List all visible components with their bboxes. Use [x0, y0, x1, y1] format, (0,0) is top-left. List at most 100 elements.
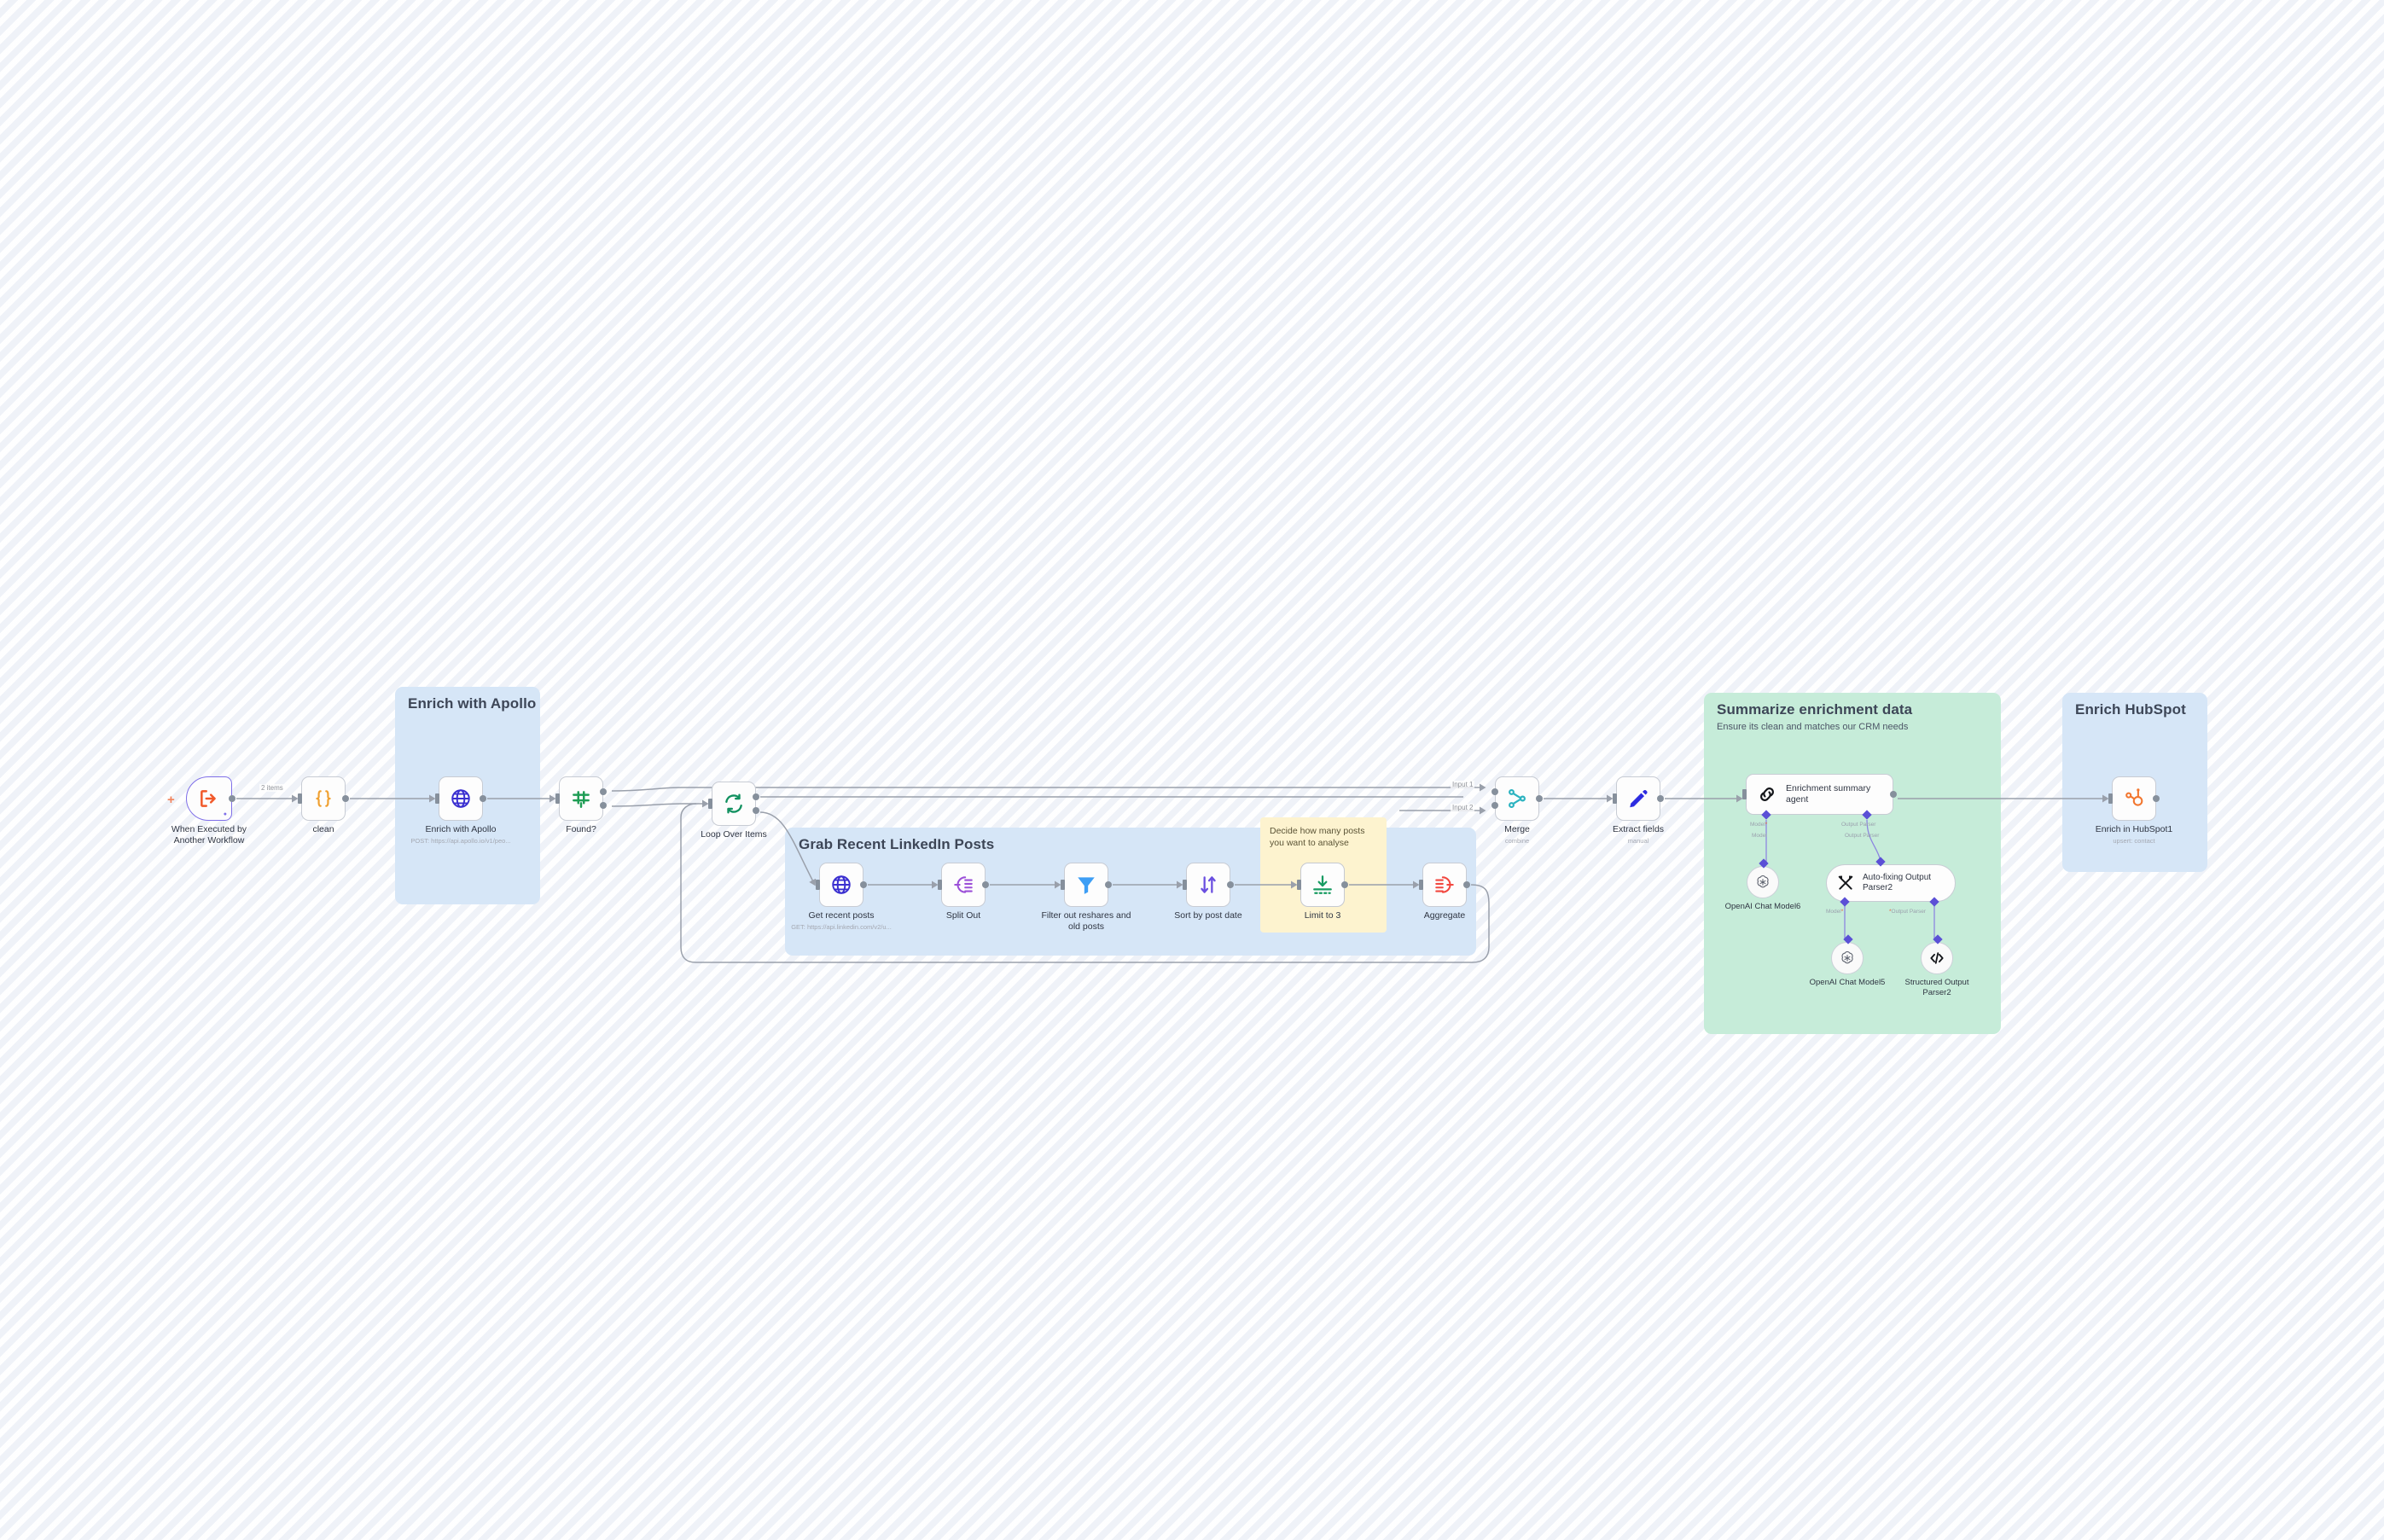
- node-subtitle-extract-fields: manual: [1627, 837, 1649, 845]
- node-output-port-done[interactable]: [753, 793, 759, 800]
- node-label-limit-to-3: Limit to 3: [1304, 910, 1341, 921]
- node-output-port[interactable]: [860, 881, 867, 888]
- pin-icon: ●: [223, 811, 227, 817]
- node-input-port[interactable]: [2108, 793, 2113, 804]
- node-output-port[interactable]: [1105, 881, 1112, 888]
- group-title-summarize: Summarize enrichment data: [1717, 701, 1913, 718]
- group-title-hubspot: Enrich HubSpot: [2075, 701, 2186, 718]
- node-label-sort-posts: Sort by post date: [1174, 910, 1242, 921]
- node-label-enrich-apollo: Enrich with Apollo: [425, 824, 497, 834]
- node-input-port[interactable]: [816, 880, 820, 890]
- split-out-icon: [952, 874, 974, 896]
- node-output-port[interactable]: [2153, 795, 2160, 802]
- node-input-port-1[interactable]: [1491, 788, 1498, 795]
- node-label-clean: clean: [312, 824, 334, 834]
- loop-refresh-icon: [723, 793, 745, 815]
- node-auto-fixing-output-parser2[interactable]: Auto-fixing Output Parser2: [1826, 864, 1956, 902]
- agent-model-port-label: Model*: [1750, 822, 1768, 828]
- node-when-executed-by-another-workflow[interactable]: ●: [186, 776, 235, 821]
- group-title-apollo: Enrich with Apollo: [408, 695, 537, 712]
- limit-download-icon: [1311, 874, 1334, 896]
- node-input-port[interactable]: [1297, 880, 1301, 890]
- node-input-port[interactable]: [298, 793, 302, 804]
- openai-icon: [1754, 874, 1771, 891]
- node-label-filter-posts: Filter out reshares and old posts: [1041, 910, 1131, 933]
- switch-filter-icon: [570, 787, 592, 810]
- node-label-agent: Enrichment summary agent: [1786, 782, 1871, 805]
- group-summarize-enrichment-data[interactable]: [1704, 693, 2001, 1034]
- node-label-structured-output-parser2: Structured Output Parser2: [1904, 978, 1969, 997]
- node-output-port[interactable]: [1227, 881, 1234, 888]
- node-split-out[interactable]: [938, 863, 989, 907]
- node-input-port[interactable]: [938, 880, 942, 890]
- node-output-port[interactable]: [229, 795, 235, 802]
- node-label-split-out: Split Out: [945, 910, 981, 921]
- node-output-port-true[interactable]: [600, 788, 607, 795]
- node-output-port[interactable]: [1463, 881, 1470, 888]
- openai-icon: [1839, 950, 1856, 967]
- node-output-port[interactable]: [1890, 791, 1897, 798]
- node-sort-by-post-date[interactable]: [1183, 863, 1234, 907]
- hubspot-icon: [2123, 787, 2145, 810]
- filter-funnel-icon: [1075, 874, 1097, 896]
- node-enrich-in-hubspot1[interactable]: [2108, 776, 2160, 821]
- code-braces-icon: [312, 787, 334, 810]
- node-output-port-loop[interactable]: [753, 807, 759, 814]
- node-subtitle-get-recent-posts: GET: https://api.linkedin.com/v2/u...: [791, 923, 892, 931]
- node-label-openai-chat-model6: OpenAI Chat Model6: [1724, 902, 1801, 911]
- node-openai-chat-model5[interactable]: [1831, 942, 1864, 974]
- edge-label-merge-input2: Input 2: [1451, 804, 1475, 811]
- node-openai-chat-model6[interactable]: [1747, 866, 1779, 898]
- node-input-port[interactable]: [435, 793, 439, 804]
- node-input-port[interactable]: [1742, 789, 1747, 799]
- node-input-port-2[interactable]: [1491, 802, 1498, 809]
- node-output-port[interactable]: [1536, 795, 1543, 802]
- node-label-enrich-in-hubspot1: Enrich in HubSpot1: [2095, 824, 2173, 834]
- node-merge[interactable]: [1491, 776, 1543, 821]
- node-output-port[interactable]: [982, 881, 989, 888]
- node-limit-to-3[interactable]: [1297, 863, 1348, 907]
- node-label-openai-chat-model5: OpenAI Chat Model5: [1809, 978, 1886, 987]
- node-label-merge: Merge: [1504, 824, 1530, 834]
- node-output-port[interactable]: [342, 795, 349, 802]
- node-input-port[interactable]: [708, 799, 712, 809]
- node-subtitle-enrich-in-hubspot1: upsert: contact: [2113, 837, 2155, 845]
- node-input-port[interactable]: [555, 793, 560, 804]
- group-subtitle-summarize: Ensure its clean and matches our CRM nee…: [1717, 722, 1909, 732]
- edge-label-trigger-items: 2 items: [259, 784, 285, 792]
- node-loop-over-items[interactable]: [708, 782, 759, 826]
- node-label-found: Found?: [566, 824, 596, 834]
- node-output-port[interactable]: [1341, 881, 1348, 888]
- node-input-port[interactable]: [1419, 880, 1423, 890]
- node-enrichment-summary-agent[interactable]: Enrichment summary agent: [1742, 774, 1897, 815]
- node-filter-out-reshares-and-old-posts[interactable]: [1061, 863, 1112, 907]
- node-clean[interactable]: [298, 776, 349, 821]
- node-get-recent-posts[interactable]: [816, 863, 867, 907]
- node-structured-output-parser2[interactable]: [1921, 942, 1953, 974]
- node-enrich-with-apollo[interactable]: [435, 776, 486, 821]
- node-output-port[interactable]: [480, 795, 486, 802]
- node-input-port[interactable]: [1613, 793, 1617, 804]
- node-label-aggregate: Aggregate: [1423, 910, 1466, 921]
- node-input-port[interactable]: [1061, 880, 1065, 890]
- node-extract-fields[interactable]: [1613, 776, 1664, 821]
- sort-arrows-icon: [1197, 874, 1219, 896]
- add-node-plus-icon[interactable]: +: [167, 793, 175, 807]
- execute-workflow-trigger-icon: [198, 787, 220, 810]
- afop-model-connector-label: Model*: [1826, 909, 1844, 915]
- agent-output-parser-port-label: Output Parser: [1841, 822, 1876, 828]
- node-label-auto-fixing-output-parser2: Auto-fixing Output Parser2: [1863, 872, 1932, 893]
- code-brackets-icon: [1928, 950, 1945, 967]
- node-output-port-false[interactable]: [600, 802, 607, 809]
- node-found[interactable]: [555, 776, 607, 821]
- node-output-port[interactable]: [1657, 795, 1664, 802]
- node-input-port[interactable]: [1183, 880, 1187, 890]
- chain-link-icon: [1757, 784, 1777, 805]
- group-title-linkedin: Grab Recent LinkedIn Posts: [799, 836, 995, 852]
- sticky-note-text: Decide how many posts you want to analys…: [1270, 826, 1365, 849]
- merge-icon: [1506, 787, 1528, 810]
- node-aggregate[interactable]: [1419, 863, 1470, 907]
- agent-output-parser-connector-label: Output Parser: [1845, 833, 1880, 839]
